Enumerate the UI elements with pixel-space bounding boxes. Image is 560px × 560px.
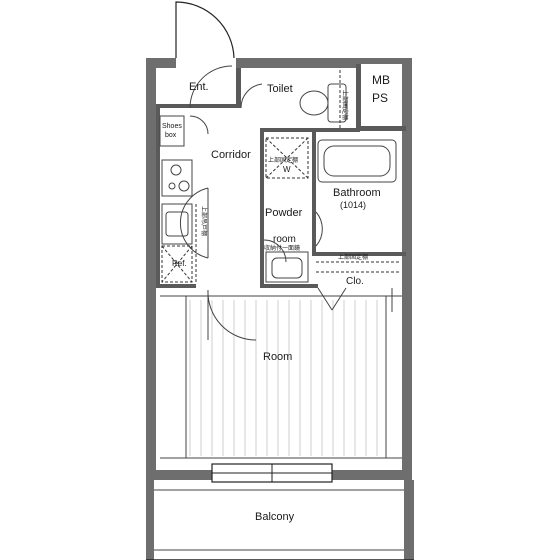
label-washer: W [283, 165, 291, 174]
powder-door [263, 239, 287, 263]
toilet-fixture [299, 70, 347, 128]
label-powder: Powder [265, 207, 303, 219]
note-storage-mirror: 収納付一面鏡 [264, 244, 300, 252]
label-box: box [165, 132, 177, 139]
powder-sink [265, 251, 309, 283]
exterior-walls [146, 58, 414, 560]
label-mb: MB [372, 73, 390, 87]
label-entrance: Ent. [189, 81, 209, 93]
room-outline [160, 295, 402, 459]
label-ps: PS [372, 91, 388, 105]
shoes-box [159, 115, 209, 147]
washer-space [265, 137, 309, 179]
note-upper-shelf-washer: 上部固定棚 [268, 156, 298, 164]
note-upper-shelf-toilet: 上部固定棚 [341, 90, 349, 120]
balcony-floor [146, 489, 414, 560]
refrigerator [161, 245, 193, 283]
label-shoes: Shoes [162, 123, 182, 130]
corridor-door [179, 187, 209, 259]
label-refrigerator: Ref. [172, 259, 187, 268]
gas-stove [161, 159, 193, 197]
label-balcony: Balcony [255, 511, 295, 523]
bathtub [317, 139, 397, 183]
kitchen-sink [161, 203, 197, 284]
room-door [207, 289, 257, 341]
entrance-door [175, 1, 235, 109]
toilet-door [240, 83, 263, 109]
note-upper-shelf-closet: 上部固定棚 [338, 253, 368, 261]
label-bathroom: Bathroom [333, 187, 381, 199]
closet [316, 261, 400, 312]
interior-walls [156, 64, 406, 288]
label-powder-room: room [273, 234, 296, 245]
label-toilet: Toilet [267, 83, 293, 95]
label-corridor: Corridor [211, 149, 251, 161]
balcony-window [211, 463, 333, 483]
label-bathroom-size: (1014) [340, 200, 366, 210]
label-room: Room [263, 351, 292, 363]
room-floor-grain [189, 300, 378, 456]
bathroom-door [315, 211, 323, 247]
label-closet: Clo. [346, 276, 364, 287]
note-upper-shelf-kitchen: 上部吊戸棚 [200, 206, 208, 236]
